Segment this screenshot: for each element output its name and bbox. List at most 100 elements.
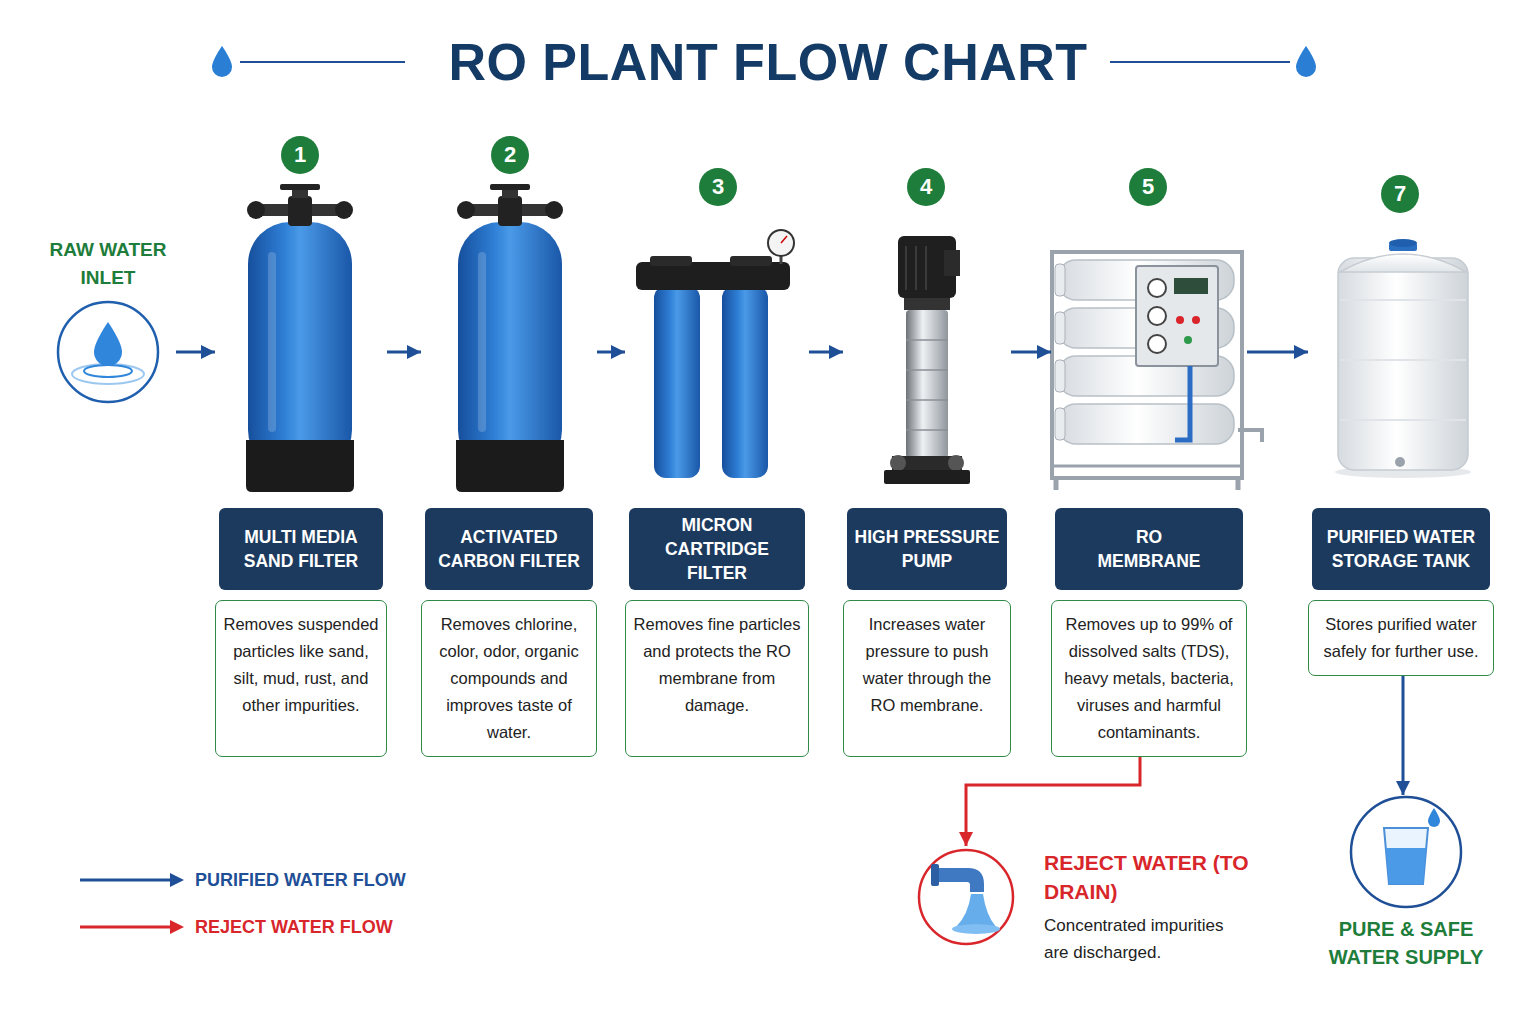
legend-samples	[80, 879, 172, 882]
stage-heading: ACTIVATED CARBON FILTER	[425, 508, 593, 590]
title-decoration	[240, 61, 405, 63]
sand-filter-tank	[268, 252, 276, 432]
flow-arrow	[809, 351, 843, 354]
ro-membrane-skid	[1055, 408, 1065, 440]
sand-filter-tank	[288, 196, 312, 226]
cartridge-filter	[722, 286, 768, 478]
flow-arrow	[1011, 351, 1051, 354]
storage-tank	[1340, 419, 1466, 421]
flow-arrow	[176, 351, 215, 354]
stage-description: Stores purified water safely for further…	[1308, 600, 1494, 676]
ro-membrane-skid	[1148, 279, 1166, 297]
high-pressure-pump	[906, 429, 948, 431]
sand-filter-tank	[247, 201, 265, 219]
storage-tank	[1389, 239, 1417, 247]
water-glass-icon	[1351, 797, 1461, 907]
high-pressure-pump	[915, 246, 917, 290]
ro-membrane-skid	[1055, 360, 1065, 392]
flow-arrow	[1247, 351, 1308, 354]
high-pressure-pump	[925, 246, 927, 290]
supply-label: PURE & SAFE WATER SUPPLY	[1316, 915, 1496, 971]
title-decoration	[1296, 46, 1316, 77]
callout-number: 5	[1129, 168, 1167, 206]
ro-membrane-skid	[1055, 312, 1065, 344]
stage-column: RO MEMBRANE Removes up to 99% of dissolve…	[1051, 200, 1247, 757]
high-pressure-pump	[884, 470, 970, 484]
carbon-filter-tank	[457, 201, 475, 219]
legend-samples	[170, 873, 184, 887]
ro-membrane-skid	[1192, 316, 1200, 324]
storage-tank	[1335, 239, 1471, 478]
storage-tank	[1340, 359, 1466, 361]
drain-icon	[919, 850, 1013, 944]
cartridge-filter	[650, 256, 692, 266]
stage-description: Removes chlorine, color, odor, organic c…	[421, 600, 597, 757]
callout-number: 2	[491, 136, 529, 174]
flow-arrow	[597, 351, 625, 354]
cartridge-filter	[730, 256, 772, 266]
drain-node: REJECT WATER (TO DRAIN) Concentrated impu…	[916, 846, 1256, 966]
legend-item: REJECT WATER FLOW	[195, 914, 393, 940]
high-pressure-pump	[948, 455, 964, 471]
inlet-label: RAW WATER INLET	[40, 236, 176, 292]
stage-column: PURIFIED WATER STORAGE TANKStores purifi…	[1308, 200, 1494, 676]
storage-tank	[1395, 457, 1405, 467]
drain-text-group: REJECT WATER (TO DRAIN) Concentrated impu…	[1044, 846, 1249, 966]
stage-heading: HIGH PRESSURE PUMP	[847, 508, 1007, 590]
high-pressure-pump	[905, 246, 907, 290]
ro-membrane-skid	[1136, 266, 1218, 366]
stage-column: ACTIVATED CARBON FILTER Removes chlorine,…	[421, 200, 597, 757]
legend-text: PURIFIED WATER FLOW	[195, 868, 406, 892]
carbon-filter-tank	[478, 252, 486, 432]
cartridge-filter	[768, 230, 794, 256]
water-glass-icon	[1428, 808, 1440, 827]
diagram-title: RO PLANT FLOW CHART	[448, 28, 1087, 96]
ro-membrane-skid	[1176, 316, 1184, 324]
drain-icon	[956, 894, 996, 927]
raw-water-icon	[58, 302, 158, 402]
high-pressure-pump	[944, 250, 960, 276]
ro-membrane-skid	[1174, 278, 1208, 294]
carbon-filter-tank	[490, 184, 530, 190]
water-glass-icon	[1386, 848, 1426, 884]
high-pressure-pump	[890, 455, 906, 471]
drain-description: Concentrated impurities are discharged.	[1044, 912, 1249, 966]
cartridge-filter	[781, 236, 787, 243]
stage-column: MULTI MEDIA SAND FILTERRemoves suspended…	[215, 200, 387, 757]
raw-water-icon	[58, 302, 158, 402]
stage-heading: RO MEMBRANE	[1055, 508, 1243, 590]
drain-heading: REJECT WATER (TO DRAIN)	[1044, 848, 1249, 906]
ro-membrane-skid	[1054, 478, 1059, 490]
ro-membrane-skid	[1148, 335, 1166, 353]
storage-tank	[1340, 254, 1466, 272]
stage-description: Removes up to 99% of dissolved salts (TD…	[1051, 600, 1247, 757]
callout-number: 1	[281, 136, 319, 174]
flow-arrow	[387, 351, 421, 354]
stage-column: MICRON CARTRIDGE FILTERRemoves fine part…	[625, 200, 809, 757]
cartridge-filter	[654, 286, 700, 478]
raw-water-icon	[94, 322, 122, 366]
legend-samples	[80, 873, 184, 934]
storage-tank	[1338, 258, 1468, 470]
ro-membrane-skid	[1052, 465, 1242, 468]
drain-icon	[952, 924, 1000, 934]
title-decoration	[212, 46, 232, 77]
callout-number: 3	[699, 168, 737, 206]
high-pressure-pump	[906, 369, 948, 371]
sand-filter-tank	[335, 201, 353, 219]
legend-samples	[80, 926, 172, 929]
carbon-filter-tank	[456, 440, 564, 492]
stage-description: Removes suspended particles like sand, s…	[215, 600, 387, 757]
high-pressure-pump	[906, 310, 948, 458]
cartridge-filter	[636, 230, 794, 478]
ro-membrane-skid	[1184, 336, 1192, 344]
high-pressure-pump	[906, 399, 948, 401]
ro-membrane-skid	[1148, 307, 1166, 325]
ro-membrane-skid	[1052, 252, 1262, 490]
storage-tank	[1340, 299, 1466, 301]
ro-membrane-skid	[1236, 478, 1241, 490]
legend-samples	[170, 920, 184, 934]
legend-text: REJECT WATER FLOW	[195, 915, 393, 939]
ro-membrane-skid	[1052, 252, 1242, 478]
